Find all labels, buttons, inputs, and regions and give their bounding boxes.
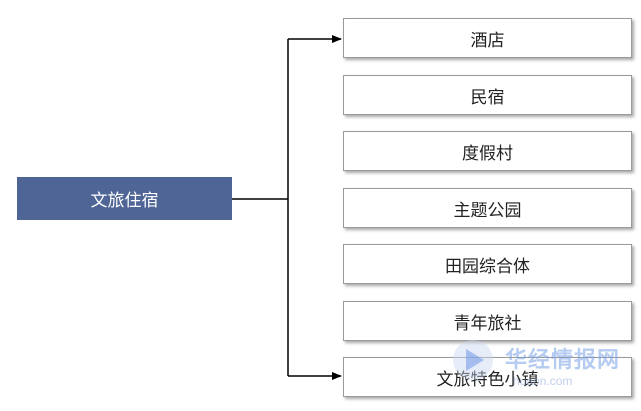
child-node-label: 民宿 [470,87,505,108]
root-node-label: 文旅住宿 [90,191,159,211]
child-node-pastoral-complex: 田园综合体 [343,244,632,284]
child-node-theme-park: 主题公园 [343,188,632,228]
root-node: 文旅住宿 [17,177,232,220]
child-node-label: 文旅特色小镇 [436,369,539,390]
child-node-homestay: 民宿 [343,75,632,115]
child-node-resort: 度假村 [343,131,632,171]
child-node-label: 度假村 [462,143,513,164]
child-node-hotel: 酒店 [343,18,632,58]
child-node-label: 酒店 [470,30,505,51]
child-node-label: 田园综合体 [445,256,530,277]
child-node-label: 青年旅社 [453,313,522,334]
child-node-label: 主题公园 [453,200,522,221]
child-node-youth-hostel: 青年旅社 [343,301,632,341]
child-node-cultural-town: 文旅特色小镇 [343,357,632,397]
